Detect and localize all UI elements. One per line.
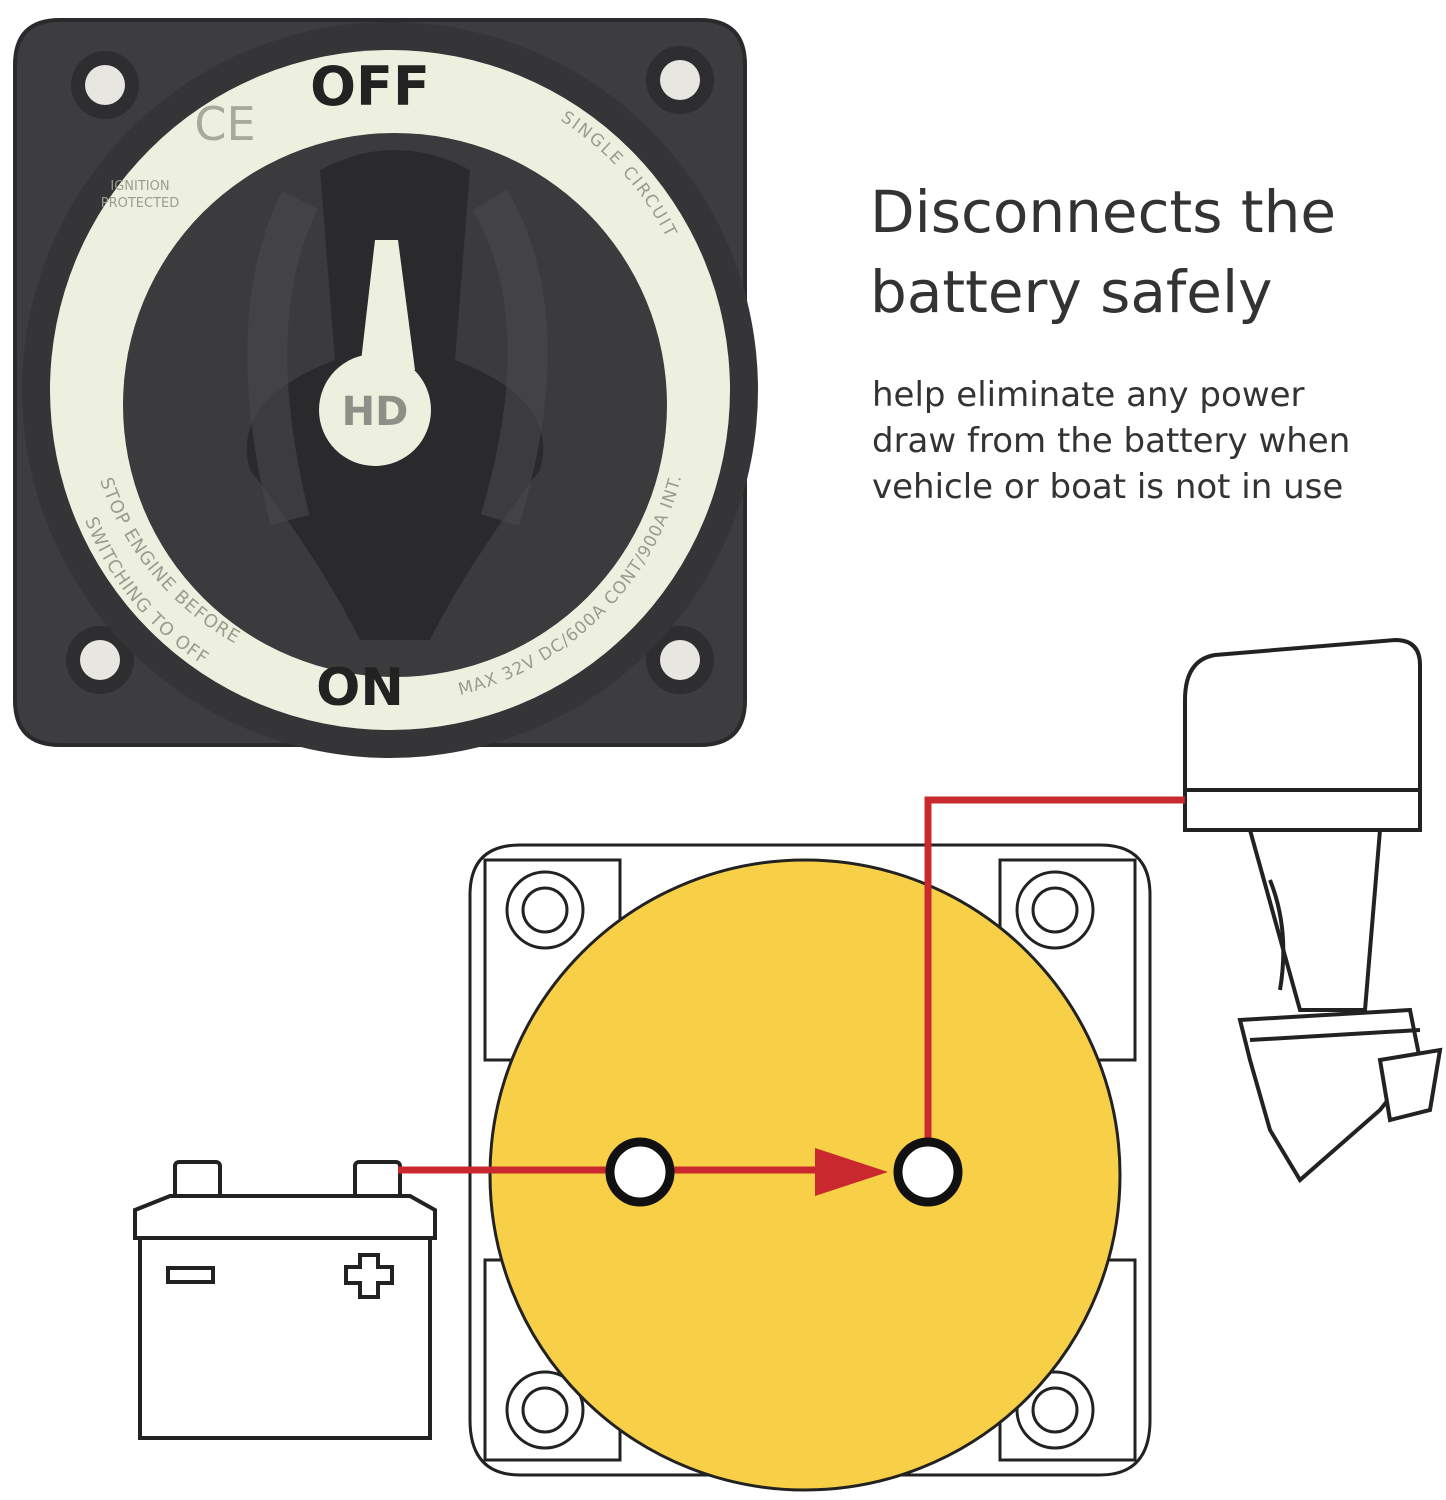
battery-plus-icon — [344, 1253, 394, 1299]
ignition-protected-line2: PROTECTED — [101, 196, 180, 211]
wiring-diagram: − + — [133, 637, 1443, 1492]
description-line1: help eliminate any power — [872, 375, 1305, 415]
headline-line2: battery safely — [870, 258, 1273, 326]
position-on-label: ON — [316, 658, 404, 718]
ce-mark: CE — [194, 97, 255, 151]
knob-hub — [319, 354, 431, 466]
outboard-motor-icon — [1183, 637, 1443, 1184]
battery-icon — [133, 1160, 437, 1440]
battery-plus-symbol: + — [365, 1272, 373, 1283]
terminal-input — [605, 1137, 675, 1207]
terminal-output — [893, 1137, 963, 1207]
mount-hole-bottom-left — [66, 626, 134, 694]
description-line3: vehicle or boat is not in use — [872, 467, 1344, 507]
description-line2: draw from the battery when — [872, 421, 1351, 461]
headline: Disconnects the battery safely — [870, 172, 1430, 332]
knob-label: HD — [342, 389, 409, 435]
mount-hole-top-right — [646, 46, 714, 114]
mount-hole-top-left — [71, 51, 139, 119]
headline-line1: Disconnects the — [870, 178, 1337, 246]
ignition-protected-line1: IGNITION — [110, 179, 169, 194]
arrow-right-icon — [815, 1148, 888, 1196]
battery-switch-photo: HD OFF ON CE IGNITION PROTECTED SINGLE C… — [13, 18, 758, 758]
positive-wire — [398, 796, 1185, 1174]
description: help eliminate any power draw from the b… — [872, 372, 1432, 510]
battery-minus-symbol: − — [186, 1282, 194, 1293]
switch-disc — [488, 858, 1122, 1492]
knob-pointer — [360, 240, 415, 370]
position-off-label: OFF — [310, 55, 430, 118]
mount-hole-bottom-right — [646, 626, 714, 694]
